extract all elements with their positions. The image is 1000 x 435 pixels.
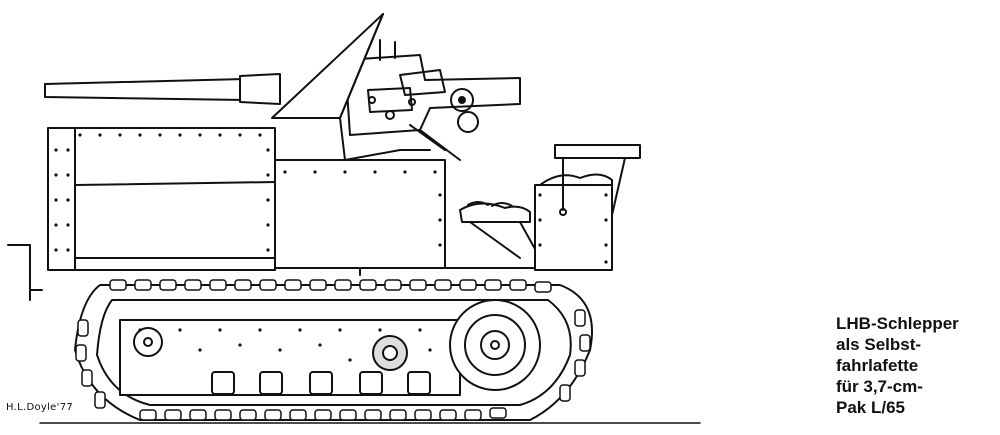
caption-line: für 3,7-cm- — [836, 377, 923, 396]
rivets — [54, 133, 608, 362]
gun-breech — [344, 39, 521, 161]
idler-wheel — [133, 327, 163, 357]
caption-line: LHB-Schlepper — [836, 314, 959, 333]
caption-line: als Selbst- — [836, 335, 922, 354]
caption-line: Pak L/65 — [836, 398, 905, 417]
caption: LHB-Schlepper als Selbst- fahrlafette fü… — [836, 313, 996, 418]
road-wheels — [211, 371, 431, 395]
gun-shield — [271, 13, 431, 161]
starting-crank — [7, 244, 43, 301]
caption-line: fahrlafette — [836, 356, 919, 375]
track-links — [75, 279, 591, 421]
rear-box — [47, 127, 276, 271]
center-hub — [372, 335, 408, 371]
vehicle-line-drawing — [7, 13, 701, 424]
hull-side — [274, 159, 611, 276]
artist-signature: H.L.Doyle'77 — [6, 402, 74, 413]
drive-sprocket — [449, 299, 541, 391]
front-box — [534, 144, 641, 271]
gun-barrel — [44, 73, 281, 105]
driver-seat — [459, 201, 541, 259]
